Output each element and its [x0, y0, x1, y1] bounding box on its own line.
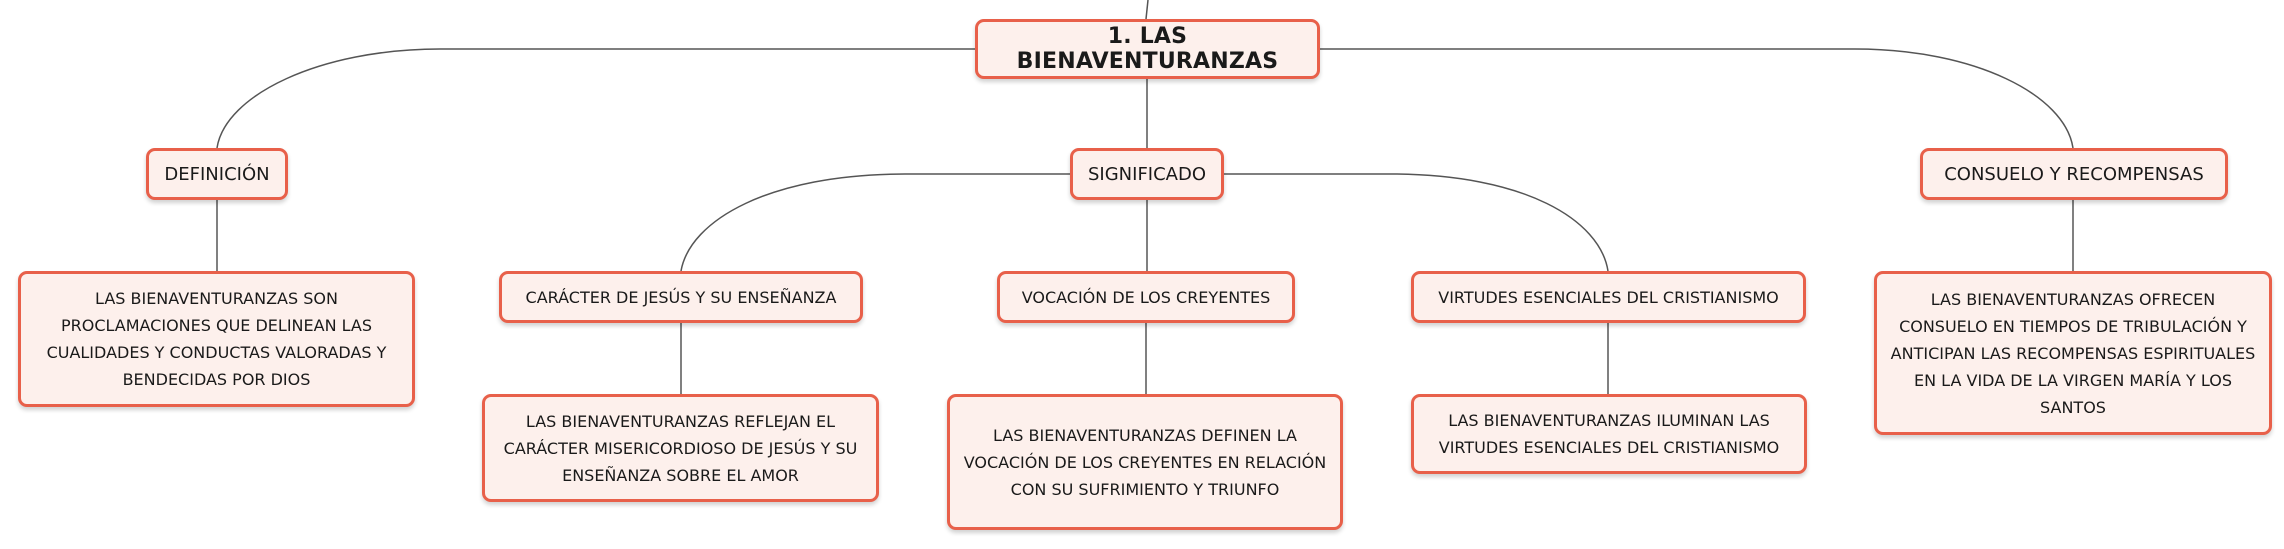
consuelo-label: CONSUELO Y RECOMPENSAS: [1944, 163, 2204, 185]
detail-line: LAS BIENAVENTURANZAS DEFINEN LA: [993, 425, 1297, 445]
significado-node[interactable]: SIGNIFICADO: [1070, 148, 1224, 200]
detail-line: LAS BIENAVENTURANZAS OFRECEN: [1930, 289, 2216, 309]
vocacion-detail-text: LAS BIENAVENTURANZAS DEFINEN LA VOCACIÓN…: [964, 422, 1327, 503]
detail-line: CUALIDADES Y CONDUCTAS VALORADAS Y: [46, 343, 387, 362]
definicion-label: DEFINICIÓN: [164, 163, 270, 185]
consuelo-detail-node[interactable]: LAS BIENAVENTURANZAS OFRECEN CONSUELO EN…: [1874, 271, 2272, 435]
detail-line: VIRTUDES ESENCIALES DEL CRISTIANISMO: [1438, 438, 1780, 457]
caracter-label: CARÁCTER DE JESÚS Y SU ENSEÑANZA: [525, 287, 837, 307]
definicion-detail-node[interactable]: LAS BIENAVENTURANZAS SON PROCLAMACIONES …: [18, 271, 415, 407]
detail-line: VOCACIÓN DE LOS CREYENTES EN RELACIÓN: [963, 452, 1327, 472]
virtudes-label: VIRTUDES ESENCIALES DEL CRISTIANISMO: [1438, 287, 1779, 307]
connector-significado-virtudes: [1224, 173, 1609, 272]
connector-significado-caracter: [680, 173, 1070, 272]
caracter-node[interactable]: CARÁCTER DE JESÚS Y SU ENSEÑANZA: [499, 271, 863, 323]
significado-label: SIGNIFICADO: [1087, 163, 1207, 185]
caracter-detail-text: LAS BIENAVENTURANZAS REFLEJAN EL CARÁCTE…: [504, 408, 858, 489]
consuelo-detail-text: LAS BIENAVENTURANZAS OFRECEN CONSUELO EN…: [1891, 286, 2256, 421]
root-topic-node[interactable]: 1. LAS BIENAVENTURANZAS: [975, 19, 1320, 79]
definicion-detail-text: LAS BIENAVENTURANZAS SON PROCLAMACIONES …: [47, 285, 387, 393]
virtudes-node[interactable]: VIRTUDES ESENCIALES DEL CRISTIANISMO: [1411, 271, 1806, 323]
detail-line: ENSEÑANZA SOBRE EL AMOR: [562, 465, 799, 485]
detail-line: LAS BIENAVENTURANZAS REFLEJAN EL: [525, 411, 836, 431]
caracter-detail-node[interactable]: LAS BIENAVENTURANZAS REFLEJAN EL CARÁCTE…: [482, 394, 879, 502]
virtudes-detail-text: LAS BIENAVENTURANZAS ILUMINAN LAS VIRTUD…: [1439, 407, 1780, 461]
virtudes-detail-node[interactable]: LAS BIENAVENTURANZAS ILUMINAN LAS VIRTUD…: [1411, 394, 1807, 474]
detail-line: CON SU SUFRIMIENTO Y TRIUNFO: [1010, 479, 1280, 499]
detail-line: CONSUELO EN TIEMPOS DE TRIBULACIÓN Y: [1899, 316, 2247, 336]
definicion-node[interactable]: DEFINICIÓN: [146, 148, 288, 200]
vocacion-label: VOCACIÓN DE LOS CREYENTES: [1021, 287, 1271, 307]
consuelo-node[interactable]: CONSUELO Y RECOMPENSAS: [1920, 148, 2228, 200]
vocacion-detail-node[interactable]: LAS BIENAVENTURANZAS DEFINEN LA VOCACIÓN…: [947, 394, 1343, 530]
detail-line: SANTOS: [2040, 397, 2106, 417]
detail-line: CARÁCTER MISERICORDIOSO DE JESÚS Y SU: [503, 438, 858, 458]
connector-root-definicion: [216, 48, 975, 149]
detail-line: BENDECIDAS POR DIOS: [122, 370, 311, 389]
detail-line: ANTICIPAN LAS RECOMPENSAS ESPIRITUALES: [1890, 343, 2256, 363]
root-topic-label: 1. LAS BIENAVENTURANZAS: [1016, 24, 1279, 74]
connector-parent-root: [1145, 0, 1149, 20]
detail-line: LAS BIENAVENTURANZAS ILUMINAN LAS: [1448, 411, 1770, 430]
vocacion-node[interactable]: VOCACIÓN DE LOS CREYENTES: [997, 271, 1295, 323]
detail-line: PROCLAMACIONES QUE DELINEAN LAS: [60, 316, 373, 335]
connector-root-consuelo: [1320, 48, 2074, 149]
detail-line: EN LA VIDA DE LA VIRGEN MARÍA Y LOS: [1914, 370, 2232, 390]
detail-line: LAS BIENAVENTURANZAS SON: [95, 289, 338, 308]
